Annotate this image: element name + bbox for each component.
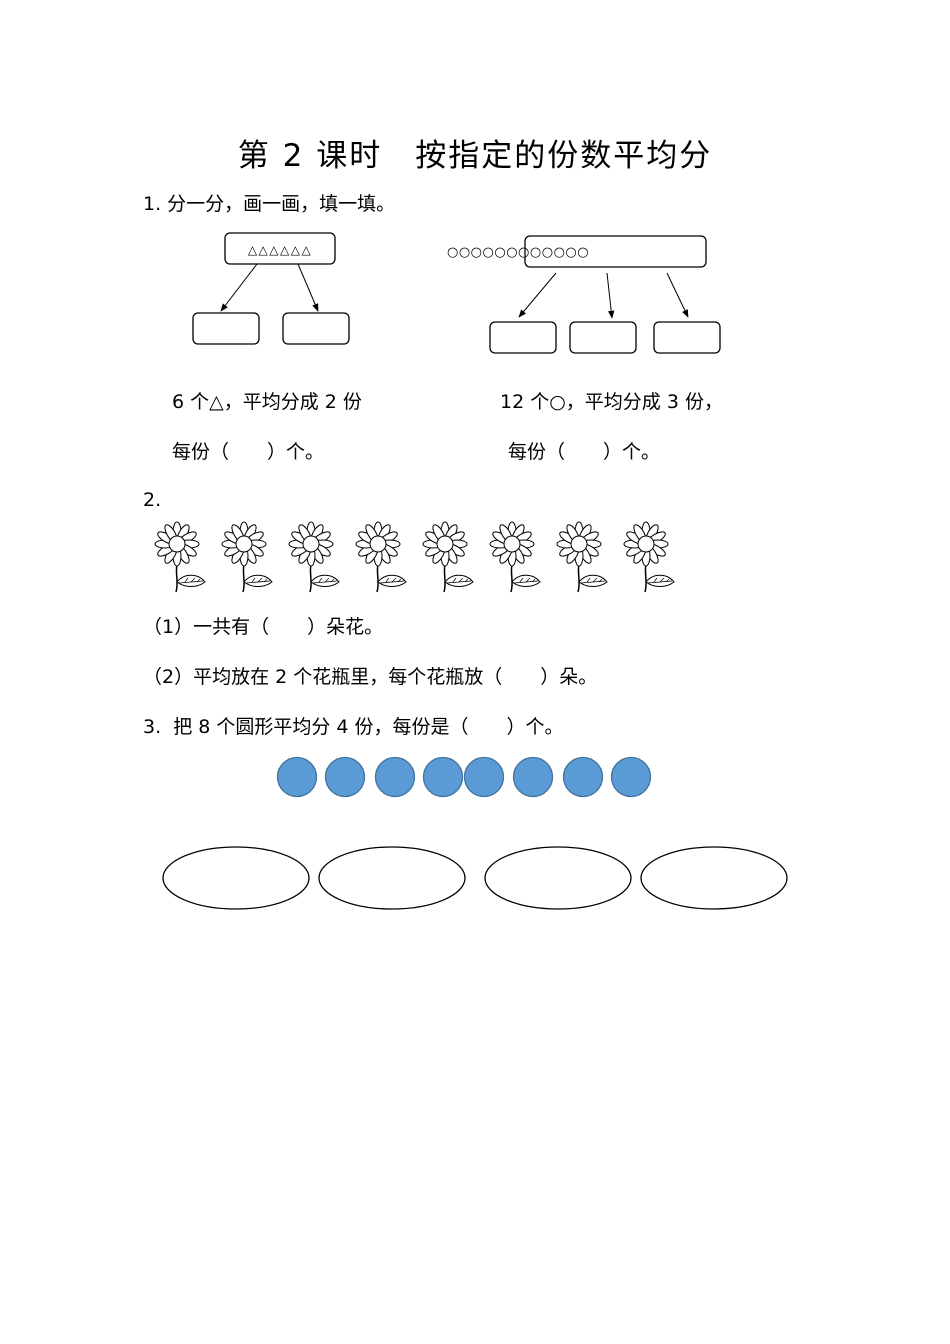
q1-right-answer: 每份（ ）个。 (508, 441, 661, 463)
blue-circle[interactable] (276, 756, 318, 798)
left-triangles: △△△△△△ (248, 243, 312, 257)
q1-heading: 1. 分一分，画一画，填一填。 (143, 193, 396, 215)
blue-circle[interactable] (324, 756, 366, 798)
blue-circle[interactable] (562, 756, 604, 798)
left-target-box-2[interactable] (282, 312, 350, 345)
q3-heading: 3. 把 8 个圆形平均分 4 份，每份是（ ）个。 (143, 716, 564, 738)
flower-icon (154, 521, 206, 593)
q1-left-answer: 每份（ ）个。 (172, 441, 325, 463)
flower-row (154, 521, 675, 593)
right-target-box-2[interactable] (569, 321, 637, 354)
left-arrow-1 (220, 263, 258, 312)
blue-circle[interactable] (374, 756, 416, 798)
flower-icon (355, 521, 407, 593)
flower-icon (489, 521, 541, 593)
blue-circle[interactable] (463, 756, 505, 798)
right-circles: ○○○○○○○○○○○○ (447, 245, 589, 260)
left-source-box (224, 232, 336, 265)
page-title: 第 2 课时 按指定的份数平均分 (237, 138, 713, 174)
group-oval-1[interactable] (162, 846, 310, 910)
right-target-box-1[interactable] (489, 321, 557, 354)
q1-right-statement: 12 个○，平均分成 3 份， (500, 391, 723, 413)
q2-sub2: （2）平均放在 2 个花瓶里，每个花瓶放（ ）朵。 (143, 666, 598, 688)
q1-left-statement: 6 个△，平均分成 2 份 (172, 391, 362, 413)
flower-icon (556, 521, 608, 593)
flower-icon (221, 521, 273, 593)
blue-circle[interactable] (610, 756, 652, 798)
q2-heading: 2. (143, 489, 162, 511)
right-arrow-2 (606, 272, 615, 319)
flower-icon (623, 521, 675, 593)
blue-circle[interactable] (512, 756, 554, 798)
flower-icon (422, 521, 474, 593)
left-target-box-1[interactable] (192, 312, 260, 345)
group-oval-2[interactable] (318, 846, 466, 910)
right-source-box (524, 235, 707, 268)
group-oval-3[interactable] (484, 846, 632, 910)
blue-circle[interactable] (422, 756, 464, 798)
group-oval-4[interactable] (640, 846, 788, 910)
blue-circle-row (276, 756, 652, 798)
q2-sub1: （1）一共有（ ）朵花。 (143, 616, 384, 638)
right-target-box-3[interactable] (653, 321, 721, 354)
right-arrow-3 (666, 272, 689, 318)
left-arrow-2 (297, 263, 319, 312)
right-arrow-1 (518, 272, 557, 318)
flower-icon (288, 521, 340, 593)
